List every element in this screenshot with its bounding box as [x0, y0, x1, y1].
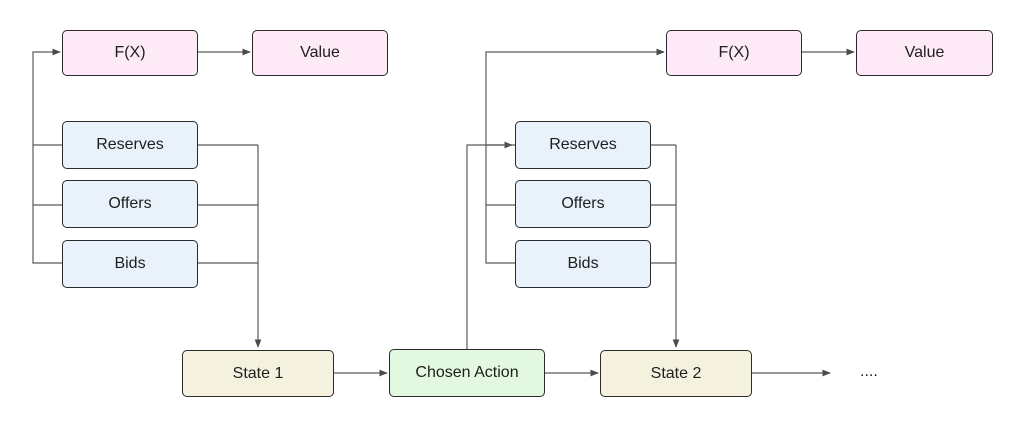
continuation-ellipsis: ....	[860, 363, 878, 380]
left-offers-node: Offers	[62, 180, 198, 228]
right-inputs-to-fx-connector	[485, 52, 664, 264]
left-inputs-to-state1-connector	[198, 144, 258, 347]
left-inputs-to-fx-connector	[32, 52, 62, 264]
action-to-right-reserves-connector	[466, 141, 513, 349]
right-reserves-node: Reserves	[515, 121, 651, 169]
right-value-node: Value	[856, 30, 993, 76]
chosen-action-node: Chosen Action	[389, 349, 545, 397]
left-value-node: Value	[252, 30, 388, 76]
right-bids-node: Bids	[515, 240, 651, 288]
left-bids-node: Bids	[62, 240, 198, 288]
right-fx-node: F(X)	[666, 30, 802, 76]
state-2-node: State 2	[600, 350, 752, 397]
right-inputs-to-state2-connector	[651, 144, 676, 347]
left-fx-node: F(X)	[62, 30, 198, 76]
state-1-node: State 1	[182, 350, 334, 397]
left-reserves-node: Reserves	[62, 121, 198, 169]
right-offers-node: Offers	[515, 180, 651, 228]
